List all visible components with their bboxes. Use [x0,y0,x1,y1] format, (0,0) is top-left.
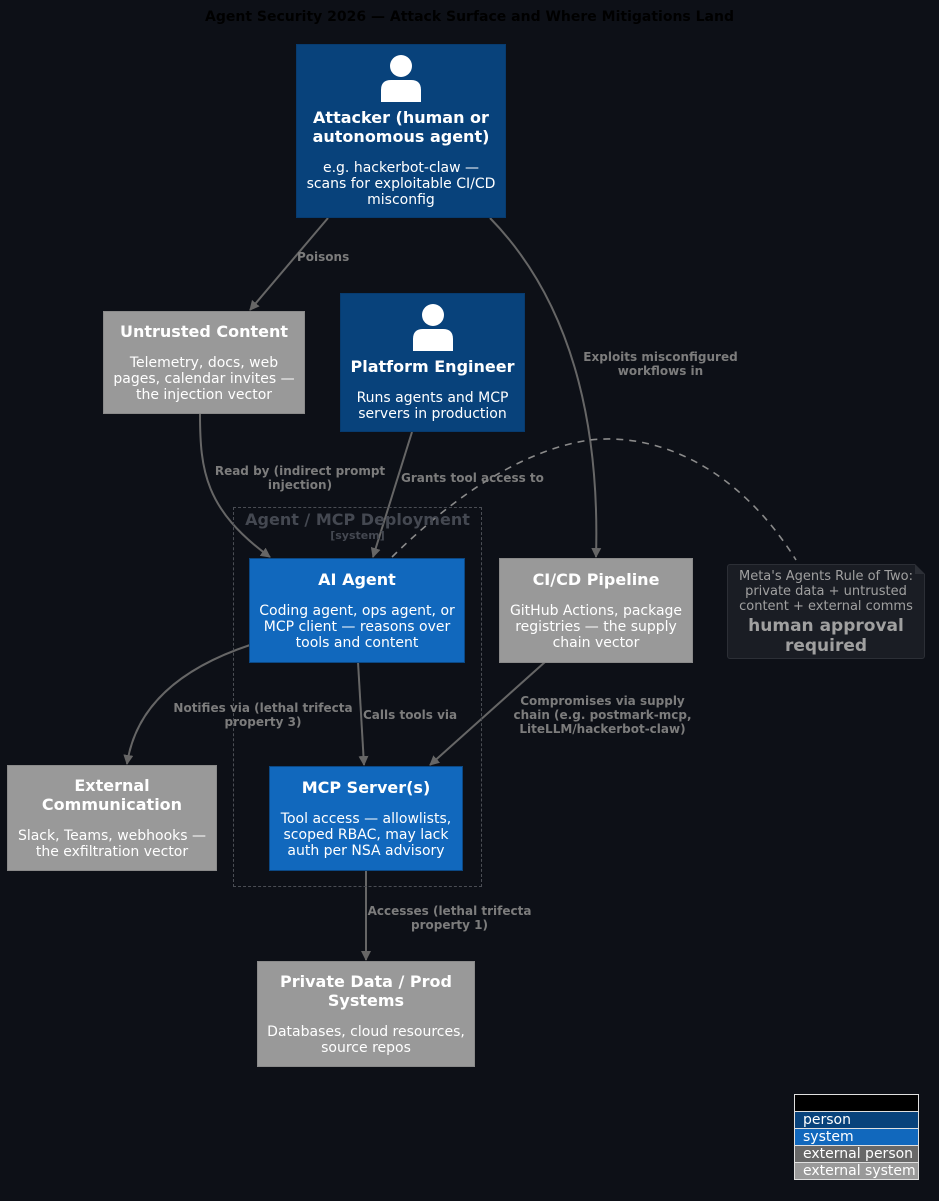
edge-notifies [123,644,251,765]
node-mcp-servers[interactable]: MCP Server(s) Tool access — allowlists, … [269,766,463,871]
legend-item-external-person: external person [795,1145,918,1162]
person-icon [381,55,421,102]
node-description: Coding agent, ops agent, or MCP client —… [259,603,455,651]
legend-item-system: system [795,1128,918,1145]
note-fold [915,564,925,574]
deployment-boundary: Agent / MCP Deployment [system] [233,507,482,887]
note-text: Meta's Agents Rule of Two: private data … [739,569,913,614]
node-description: Databases, cloud resources, source repos [267,1024,465,1056]
edge-label-grants: Grants tool access to [401,471,544,485]
node-name: Platform Engineer [350,357,515,376]
legend-title: Legend [803,1095,861,1111]
node-description: Slack, Teams, webhooks — the exfiltratio… [17,828,207,860]
note-emphasis: human approval required [748,616,904,656]
node-private-data[interactable]: Private Data / Prod Systems Databases, c… [257,961,475,1067]
node-ai-agent[interactable]: AI Agent Coding agent, ops agent, or MCP… [249,558,465,663]
edge-compromises [429,661,546,766]
edge-label-calls: Calls tools via [363,708,458,722]
node-description: GitHub Actions, package registries — the… [509,603,683,651]
node-name: Private Data / Prod Systems [280,972,452,1010]
edge-exploits [489,217,602,558]
node-platform-engineer[interactable]: Platform Engineer Runs agents and MCP se… [340,293,525,432]
node-name: MCP Server(s) [301,778,431,797]
boundary-name: Agent / MCP Deployment [245,510,470,529]
legend-item-external-system: external system [795,1162,918,1179]
node-external-communication[interactable]: External Communication Slack, Teams, web… [7,765,217,871]
node-name: Attacker (human or autonomous agent) [312,108,490,146]
edge-label-accesses: Accesses (lethal trifecta property 1) [367,904,532,932]
rule-of-two-note: Meta's Agents Rule of Two: private data … [727,564,925,659]
note-connector [391,438,797,561]
edge-label-compromises: Compromises via supply chain (e.g. postm… [513,694,692,736]
edge-label-poisons: Poisons [297,250,350,264]
node-description: Telemetry, docs, web pages, calendar inv… [113,355,295,403]
node-name: Untrusted Content [119,322,289,341]
edge-label-read-by: Read by (indirect prompt injection) [214,464,386,492]
person-icon [412,304,453,351]
edge-label-notifies: Notifies via (lethal trifecta property 3… [173,701,353,729]
legend: Legend person system external person ext… [794,1094,919,1180]
edge-grants [370,431,413,558]
node-name: External Communication [41,776,183,814]
edge-label-exploits: Exploits misconfigured workflows in [583,350,738,378]
edge-poisons [249,217,329,311]
edge-read-by [199,413,271,558]
node-description: e.g. hackerbot-claw — scans for exploita… [306,160,496,208]
node-name: CI/CD Pipeline [532,570,660,589]
diagram-title: Agent Security 2026 — Attack Surface and… [205,9,734,25]
node-description: Tool access — allowlists, scoped RBAC, m… [280,811,452,859]
node-cicd-pipeline[interactable]: CI/CD Pipeline GitHub Actions, package r… [499,558,693,663]
node-untrusted-content[interactable]: Untrusted Content Telemetry, docs, web p… [103,311,305,414]
legend-item-person: person [795,1111,918,1128]
node-name: AI Agent [318,570,396,589]
boundary-type: [system] [330,529,385,542]
node-description: Runs agents and MCP servers in productio… [356,390,509,422]
edge-calls [357,661,369,766]
node-attacker[interactable]: Attacker (human or autonomous agent) e.g… [296,44,506,218]
